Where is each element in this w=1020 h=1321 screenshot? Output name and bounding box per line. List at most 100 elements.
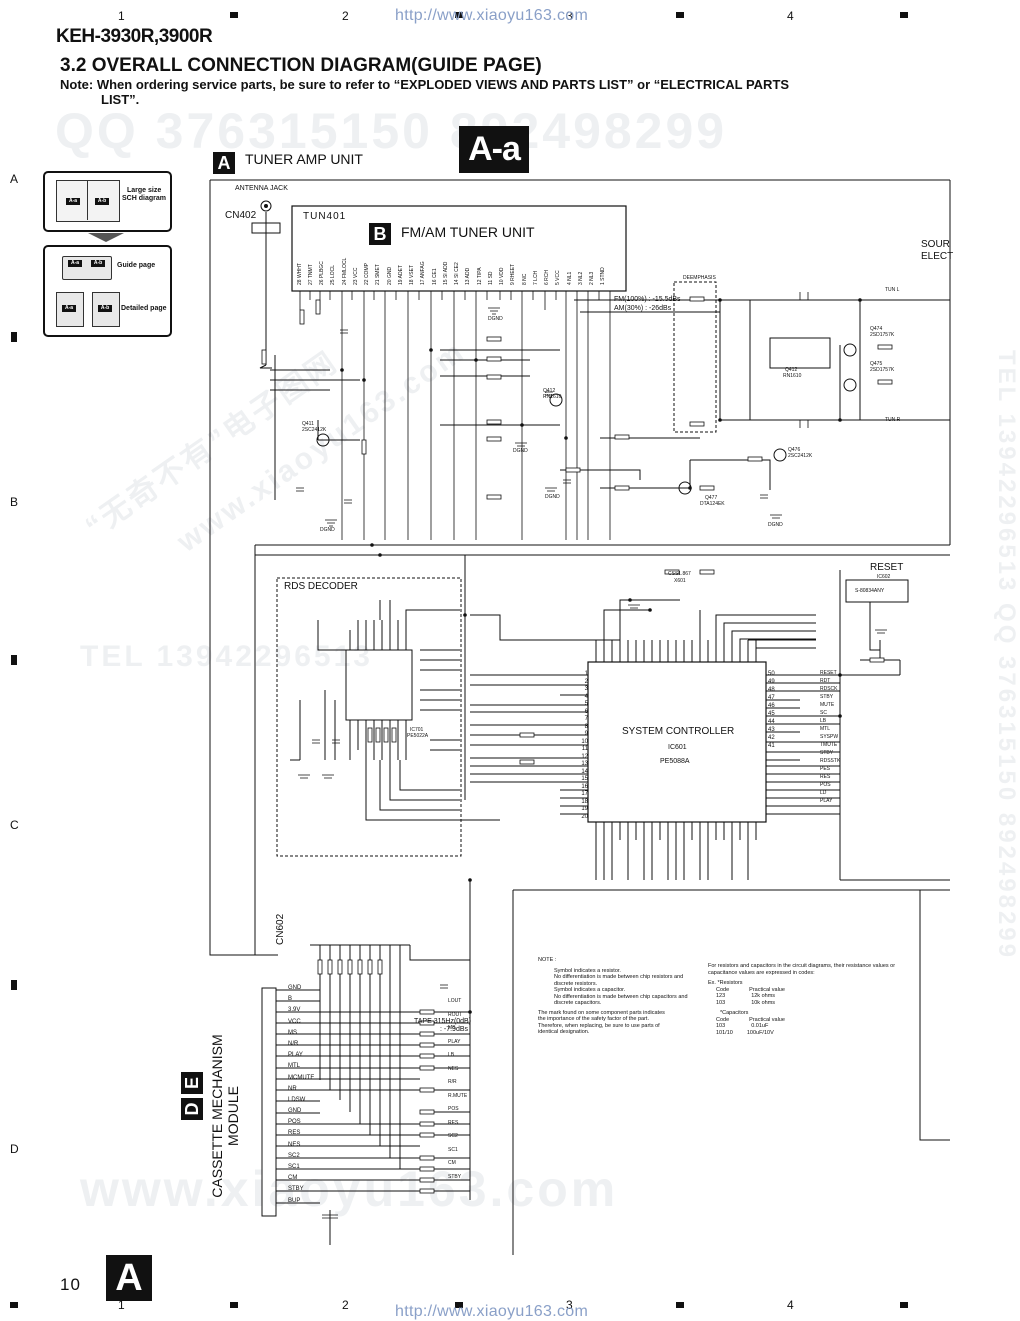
signal: RDSSTK: [820, 758, 841, 764]
notes-heading: NOTE :: [538, 957, 557, 963]
grid-col-1-bottom: 1: [118, 1298, 125, 1312]
value: 100uF/10V: [746, 1029, 774, 1036]
grid-mark: [230, 12, 238, 18]
value: 0.01uF: [751, 1023, 769, 1029]
url-bottom[interactable]: http://www.xiaoyu163.com: [395, 1303, 589, 1320]
pin-number: 20: [581, 813, 588, 820]
antenna-jack-label: ANTENNA JACK: [235, 185, 288, 192]
pin-number: 46: [768, 703, 775, 709]
signal: SC2: [448, 1133, 458, 1139]
code: 103: [716, 999, 726, 1006]
signal: ROUT: [448, 1011, 463, 1018]
grid-mark: [900, 12, 908, 18]
signal: RES: [820, 774, 831, 780]
tuner-pin: 16 CE1: [432, 268, 438, 285]
elect-label: ELECT: [921, 251, 954, 262]
q412b-part: RN1610: [783, 373, 802, 379]
pin-number: 4: [584, 693, 588, 700]
am-level-label: AM(30%) : -26dBs: [614, 305, 672, 312]
legend-large-size: Large size: [127, 187, 162, 194]
pin-number: 18: [581, 798, 588, 805]
tun401-label: TUN401: [303, 211, 347, 222]
tuner-pin: 14 SI CE2: [454, 262, 460, 285]
ordering-note: Note: When ordering service parts, be su…: [60, 77, 790, 92]
rds-decoder-label: RDS DECODER: [284, 581, 358, 592]
ic602-label: IC602: [877, 574, 891, 580]
tuner-pin: 4 NL1: [567, 271, 573, 285]
grid-col-2-bottom: 2: [342, 1298, 349, 1312]
unit-a-title: TUNER AMP UNIT: [245, 151, 363, 167]
grid-mark: [900, 1302, 908, 1308]
grid-row-d: D: [10, 1142, 19, 1156]
grid-mark: [11, 332, 17, 342]
cn602-label: CN602: [275, 914, 286, 945]
cn602-pin: MTL: [288, 1063, 300, 1070]
q475-label: Q475: [870, 361, 883, 367]
signal: SYSPW: [820, 734, 839, 740]
system-controller-label: SYSTEM CONTROLLER: [622, 726, 735, 737]
cn602-pin: MCMUTE: [288, 1074, 315, 1081]
cn602-pin: SC1: [288, 1164, 300, 1170]
capacitor-code-row: 101/10 100uF/10V: [708, 1030, 918, 1037]
legend-tile-divider: [87, 180, 88, 220]
watermark-bottom: www.xiaoyu163.com: [80, 1161, 619, 1217]
pin-number: 43: [768, 727, 775, 733]
cn602-text: CN602: [275, 913, 286, 945]
tun-r-label: TUN R: [885, 417, 901, 423]
legend-sch-diagram: SCH diagram: [122, 195, 166, 202]
tuner-pin: 10 VDD: [499, 267, 505, 285]
q474-part: 2SD1757K: [870, 332, 895, 338]
source-label: SOUR: [921, 239, 950, 250]
cn602-pin: VCC: [288, 1018, 301, 1025]
code-col: Code: [716, 986, 730, 993]
q475-part: 2SD1757K: [870, 367, 895, 373]
signal: STBY: [820, 694, 834, 700]
code: 101/10: [716, 1029, 733, 1036]
pin-number: 10: [581, 738, 588, 745]
url-top[interactable]: http://www.xiaoyu163.com: [395, 7, 589, 24]
note-line: *Capacitors: [720, 1010, 749, 1016]
tuner-pin: 28 WHHT: [297, 263, 303, 285]
tuner-pin: 7 LCH: [533, 270, 539, 285]
reset-label: RESET: [870, 562, 904, 573]
grid-col-4-bottom: 4: [787, 1298, 794, 1312]
tuner-pin: 6 RCH: [544, 269, 550, 285]
cn602-pin: POS: [288, 1119, 301, 1126]
legend-guide-box: [43, 245, 172, 337]
legend-tile-b: A-b: [95, 198, 109, 205]
signal: RDSCK: [820, 686, 838, 692]
legend-large-size-box: [43, 171, 172, 232]
cn602-pin: RES: [288, 1130, 301, 1137]
syscon-right-pin-numbers: 50 49 48 47 46 45 44 43 42 41: [768, 671, 782, 751]
grid-col-4: 4: [787, 9, 794, 23]
signal: STBY: [820, 750, 834, 756]
note-line: No differentiation is made between chip …: [554, 974, 684, 980]
fm-level-label: FM(100%) : -15.5dBs: [614, 296, 681, 303]
grid-row-b: B: [10, 495, 19, 509]
signal: MUTE: [820, 702, 835, 708]
signal: NES: [448, 1065, 459, 1072]
pin-number: 12: [581, 753, 588, 760]
ic701-part: PE5022A: [407, 733, 429, 739]
tuner-pin: 17 ANFAG: [420, 261, 426, 285]
cn602-pin: B: [288, 996, 293, 1003]
cn602-pin: PLAY: [288, 1052, 303, 1059]
pin-number: 6: [584, 708, 588, 715]
note-line: Ex. *Resistors: [708, 980, 743, 986]
grid-mark: [230, 1302, 238, 1308]
ordering-note-cont: LIST”.: [101, 92, 140, 107]
ic602-part: S-80834ANY: [855, 588, 885, 594]
signal: MTL: [820, 726, 830, 732]
tuner-pin: 26 PLBGC: [319, 261, 325, 285]
page-label: A-a: [459, 126, 529, 173]
legend-tile-a: A-a: [66, 198, 80, 205]
note-line: identical designation.: [538, 1029, 590, 1035]
code: 103: [716, 1023, 726, 1029]
tuner-pin: 19 ADET: [398, 264, 404, 285]
q412-part: RN1610: [543, 394, 562, 400]
syscon-right-signals: RESET RDT RDSCK STBY MUTE SC LB MTL SYSP…: [820, 670, 880, 806]
cn602-pin: CM: [288, 1175, 298, 1182]
